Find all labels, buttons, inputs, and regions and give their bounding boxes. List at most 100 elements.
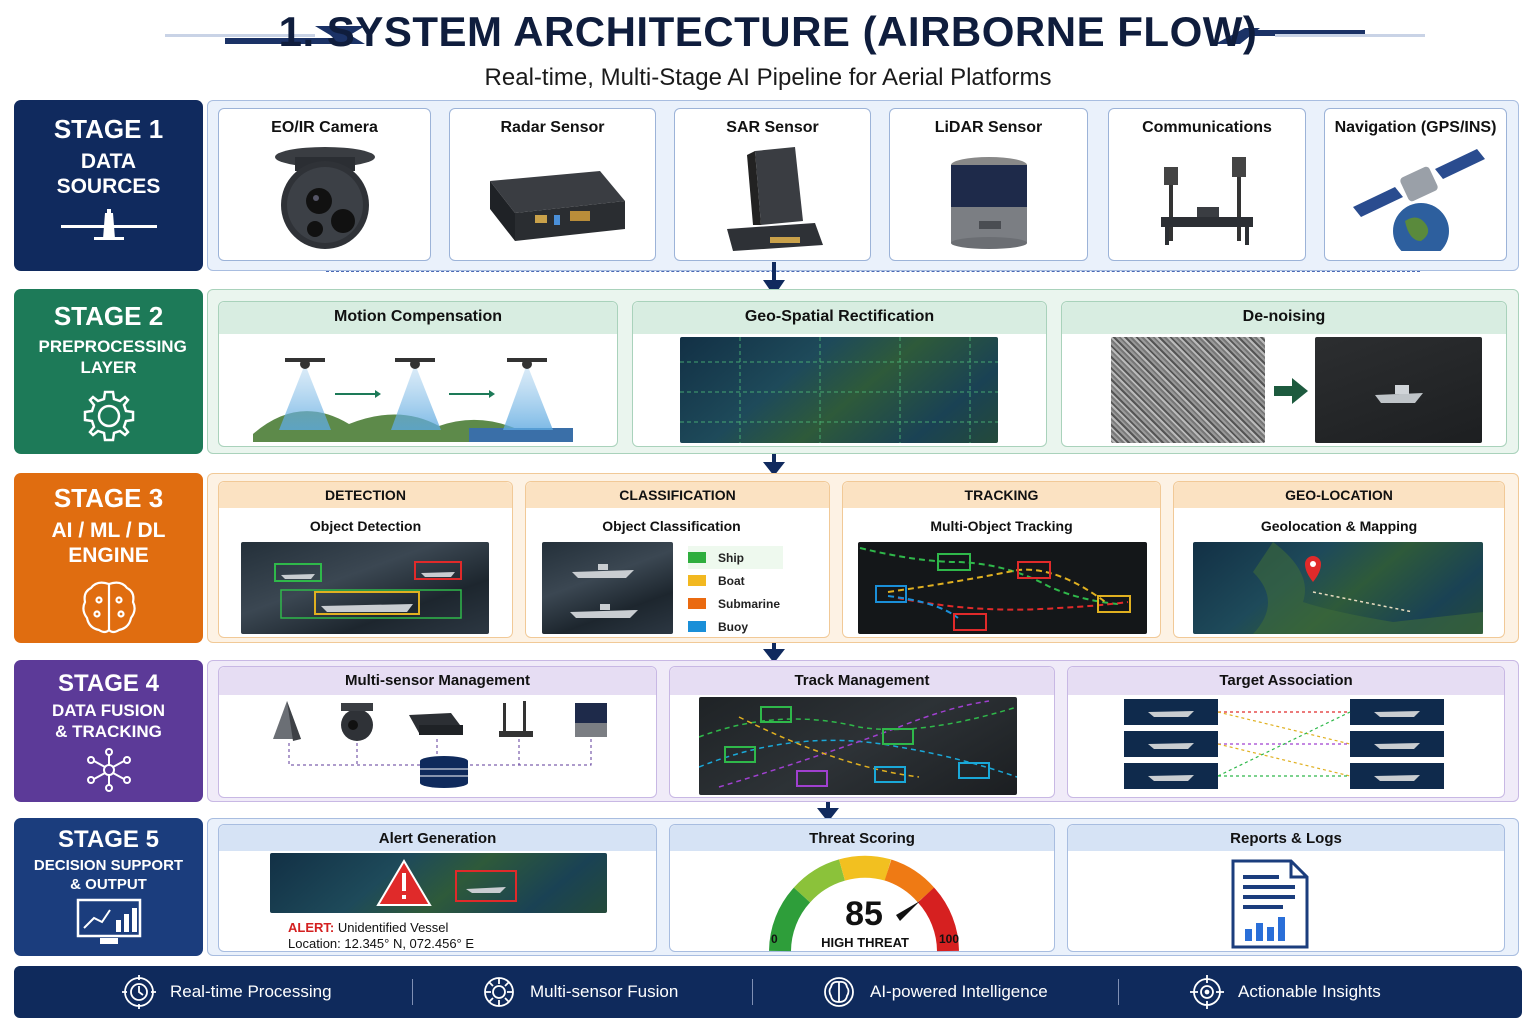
fusion-track-management: Track Management — [669, 666, 1055, 798]
airplane-icon — [60, 209, 157, 240]
down-arrow-icon — [763, 454, 785, 476]
section-header: TRACKING — [843, 482, 1160, 508]
gauge-needle — [896, 901, 920, 921]
source-label: LiDAR Sensor — [934, 119, 1043, 136]
legend-label: Boat — [718, 573, 745, 588]
alert-location: Location: 12.345° N, 072.456° E — [288, 936, 475, 951]
footer-label: Multi-sensor Fusion — [530, 982, 679, 1001]
section-header: Alert Generation — [219, 825, 656, 851]
source-label: EO/IR Camera — [271, 119, 378, 136]
page-title: 1. SYSTEM ARCHITECTURE (AIRBORNE FLOW) — [278, 8, 1258, 55]
section-header: Reports & Logs — [1068, 825, 1504, 851]
section-header: Target Association — [1068, 667, 1504, 695]
section-header: GEO-LOCATION — [1174, 482, 1504, 508]
source-radar-sensor: Radar Sensor — [449, 108, 656, 261]
section-subheader: Geolocation & Mapping — [1260, 518, 1418, 534]
footer-separator — [1118, 979, 1119, 1005]
fusion-multi-sensor-management: Multi-sensor Management — [218, 666, 657, 798]
stage-5-panel: STAGE 5 DECISION SUPPORT & OUTPUT — [14, 818, 203, 956]
legend-item-submarine: Submarine — [688, 592, 783, 615]
alert-map-image — [270, 853, 607, 913]
footer-separator — [412, 979, 413, 1005]
ai-geo-location: GEO-LOCATION Geolocation & Mapping — [1173, 481, 1505, 638]
source-eo-ir-camera: EO/IR Camera — [218, 108, 431, 261]
crosshair-icon — [1190, 975, 1224, 1009]
satellite-globe-icon — [1353, 149, 1485, 251]
preprocess-geo-spatial-rectification: Geo-Spatial Rectification — [632, 301, 1047, 447]
footer-bar: Real-time Processing Multi-sensor Fusion… — [14, 966, 1522, 1018]
section-header: Motion Compensation — [219, 302, 617, 334]
alert-text: Unidentified Vessel — [337, 920, 449, 935]
threat-value: 85 — [845, 895, 883, 933]
target-association-illustration — [1124, 699, 1444, 789]
section-header: Geo-Spatial Rectification — [633, 302, 1046, 334]
footer-separator — [752, 979, 753, 1005]
section-header: CLASSIFICATION — [526, 482, 829, 508]
eo-ir-camera-icon — [275, 147, 375, 249]
detection-image — [241, 542, 489, 634]
down-arrow-icon — [763, 262, 785, 296]
ai-detection: DETECTION Object Detection — [218, 481, 513, 638]
source-communications: Communications — [1108, 108, 1306, 261]
output-threat-scoring: Threat Scoring 85 HIGH THREAT 0 100 — [669, 824, 1055, 952]
clock-target-icon — [122, 975, 156, 1009]
legend-label: Ship — [718, 550, 744, 565]
footer-label: Real-time Processing — [170, 982, 332, 1001]
down-arrow-icon — [817, 802, 839, 822]
legend-swatch — [688, 598, 706, 609]
section-header: DETECTION — [219, 482, 512, 508]
down-arrow-icon — [763, 643, 785, 663]
legend-label: Submarine — [718, 596, 781, 611]
classification-image — [542, 542, 673, 634]
stage-description: AI / ML / DL ENGINE — [51, 519, 166, 567]
title-left-decoration — [165, 20, 375, 50]
source-label: Radar Sensor — [500, 119, 605, 136]
warning-icon — [376, 859, 432, 906]
stage-3-panel: STAGE 3 AI / ML / DL ENGINE — [14, 473, 203, 643]
brain-icon — [81, 581, 136, 634]
footer-label: Actionable Insights — [1238, 982, 1381, 1001]
footer-item-realtime: Real-time Processing — [122, 966, 332, 1018]
stage-number: STAGE 5 — [58, 826, 159, 853]
source-label: SAR Sensor — [726, 119, 819, 136]
tracking-image — [858, 542, 1147, 634]
output-reports-logs: Reports & Logs — [1067, 824, 1505, 952]
stage-number: STAGE 4 — [58, 670, 159, 697]
threat-max: 100 — [939, 932, 960, 946]
communications-tower-icon — [1161, 157, 1253, 245]
stage-description: PREPROCESSING LAYER — [38, 337, 187, 377]
section-header: Track Management — [670, 667, 1054, 695]
source-label: Navigation (GPS/INS) — [1334, 119, 1497, 136]
stage-number: STAGE 2 — [53, 301, 164, 331]
fusion-target-association: Target Association — [1067, 666, 1505, 798]
stage-1-panel: STAGE 1 DATA SOURCES — [14, 100, 203, 271]
legend-item-ship: Ship — [688, 546, 783, 569]
threat-label: HIGH THREAT — [821, 935, 909, 950]
radar-sensor-icon — [490, 171, 625, 241]
stage-2-panel: STAGE 2 PREPROCESSING LAYER — [14, 289, 203, 454]
preprocess-de-noising: De-noising — [1061, 301, 1507, 447]
alert-line: ALERT: Unidentified Vessel — [288, 920, 448, 935]
fusion-gear-icon — [484, 977, 514, 1007]
stage-description: DATA SOURCES — [56, 150, 161, 198]
threat-min: 0 — [771, 932, 778, 946]
section-subheader: Object Detection — [309, 518, 422, 534]
location-pin-icon — [1305, 556, 1321, 582]
geolocation-map-image — [1193, 542, 1483, 634]
legend-label: Buoy — [718, 619, 748, 634]
output-alert-generation: Alert Generation ALERT: Unidentified Ves… — [218, 824, 657, 952]
stage-number: STAGE 1 — [53, 114, 164, 144]
section-subheader: Multi-Object Tracking — [930, 518, 1073, 534]
footer-item-ai: AI-powered Intelligence — [822, 966, 1048, 1018]
footer-label: AI-powered Intelligence — [870, 982, 1048, 1001]
stage-number: STAGE 3 — [53, 483, 164, 513]
lidar-sensor-icon — [951, 157, 1027, 249]
motion-compensation-illustration — [253, 358, 573, 442]
network-icon — [86, 748, 131, 792]
legend-swatch — [688, 552, 706, 563]
legend-swatch — [688, 621, 706, 632]
stage-1-connector — [326, 271, 1420, 272]
section-header: De-noising — [1062, 302, 1506, 334]
ai-brain-icon — [824, 977, 854, 1007]
legend-item-boat: Boat — [688, 569, 783, 592]
